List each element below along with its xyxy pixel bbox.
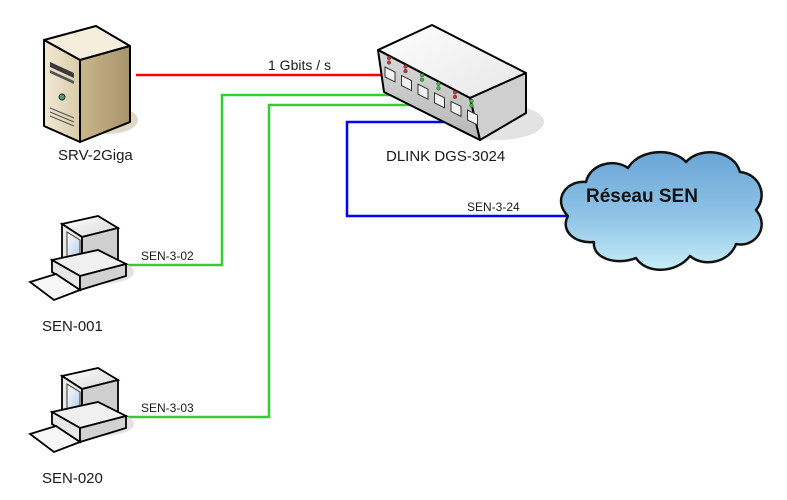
cloud-label: Réseau SEN xyxy=(586,186,698,207)
link-label-wan: SEN-3-24 xyxy=(467,200,520,214)
switch-led xyxy=(403,64,408,69)
link-label-uplink: 1 Gbits / s xyxy=(268,57,332,73)
link-label-pc2: SEN-3-03 xyxy=(141,401,194,415)
switch-port xyxy=(450,100,462,118)
switch-port xyxy=(384,66,396,83)
switch-led xyxy=(452,94,458,99)
server-label: SRV-2Giga xyxy=(58,147,133,164)
pc2-label: SEN-020 xyxy=(42,470,103,487)
switch-port xyxy=(417,83,429,101)
pc2-icon xyxy=(28,367,134,454)
link-label-pc1: SEN-3-02 xyxy=(141,249,194,263)
switch-led xyxy=(386,55,392,61)
switch-port xyxy=(434,91,445,109)
pc1-label: SEN-001 xyxy=(42,318,103,335)
switch-led xyxy=(452,90,458,95)
link-switch-cloud xyxy=(345,120,568,218)
switch-led xyxy=(419,77,425,82)
switch-led xyxy=(436,86,441,91)
switch-led xyxy=(386,60,392,65)
switch-port xyxy=(401,74,412,92)
link-pc1-switch xyxy=(124,93,424,267)
switch-led xyxy=(469,103,474,108)
switch-led xyxy=(419,73,425,78)
switch-led xyxy=(403,69,408,74)
switch-led xyxy=(436,81,441,86)
switch-ports xyxy=(384,55,478,126)
switch-label: DLINK DGS-3024 xyxy=(386,148,506,165)
link-pc2-switch xyxy=(124,103,440,419)
pc1-icon xyxy=(28,215,134,302)
switch-led xyxy=(469,98,474,104)
switch-port xyxy=(467,109,478,126)
switch-icon xyxy=(377,24,544,141)
cloud-icon xyxy=(559,150,763,271)
server-icon xyxy=(43,25,138,143)
